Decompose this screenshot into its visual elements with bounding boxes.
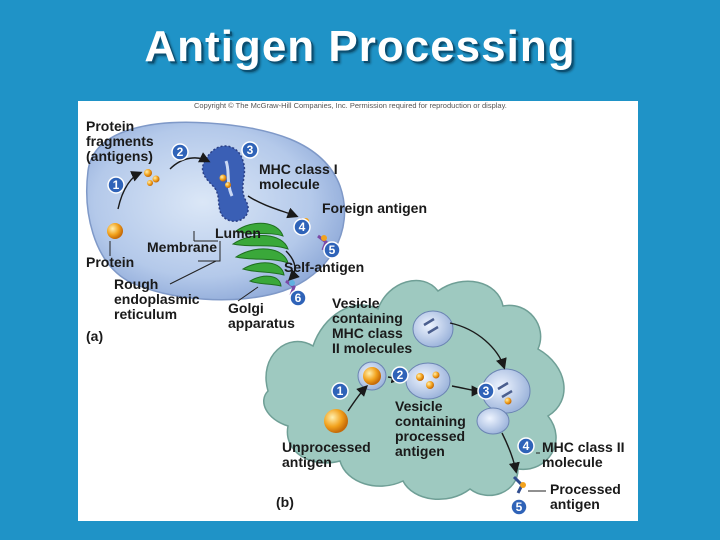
vesicle-fragments <box>406 363 450 399</box>
step-a-1: 1 <box>108 177 124 193</box>
svg-text:6: 6 <box>295 291 302 305</box>
step-b-1: 1 <box>332 383 348 399</box>
unprocessed-antigen-particle <box>324 409 348 433</box>
svg-text:5: 5 <box>516 500 523 514</box>
processed-antigen-complex <box>514 477 526 493</box>
copyright-text: Copyright © The McGraw-Hill Companies, I… <box>194 101 507 110</box>
svg-text:2: 2 <box>177 145 184 159</box>
svg-text:1: 1 <box>337 384 344 398</box>
step-a-4: 4 <box>294 219 310 235</box>
step-b-3: 3 <box>478 383 494 399</box>
label-golgi: Golgi apparatus <box>228 300 295 331</box>
step-b-5: 5 <box>511 499 527 515</box>
svg-text:4: 4 <box>299 220 306 234</box>
label-lumen: Lumen <box>215 225 261 241</box>
protein-particle <box>107 223 123 239</box>
slide-title: Antigen Processing <box>0 22 720 72</box>
label-mhc2-molecule: MHC class II molecule <box>542 439 628 470</box>
antigen-processing-figure: Copyright © The McGraw-Hill Companies, I… <box>78 101 638 521</box>
panel-a-label: (a) <box>86 328 103 344</box>
panel-b-label: (b) <box>276 494 294 510</box>
vesicle-mhc2 <box>413 311 453 347</box>
figure-canvas: Copyright © The McGraw-Hill Companies, I… <box>78 101 638 521</box>
label-protein: Protein <box>86 254 134 270</box>
step-b-4: 4 <box>518 438 534 454</box>
svg-text:5: 5 <box>329 243 336 257</box>
svg-text:1: 1 <box>113 178 120 192</box>
step-a-6: 6 <box>290 290 306 306</box>
svg-text:4: 4 <box>523 439 530 453</box>
step-a-5: 5 <box>324 242 340 258</box>
step-b-2: 2 <box>392 367 408 383</box>
svg-text:2: 2 <box>397 368 404 382</box>
label-processed-antigen: Processed antigen <box>550 481 625 512</box>
svg-text:3: 3 <box>247 143 254 157</box>
step-a-2: 2 <box>172 144 188 160</box>
vesicle-unprocessed <box>358 362 386 390</box>
step-a-3: 3 <box>242 142 258 158</box>
svg-text:3: 3 <box>483 384 490 398</box>
panel-b: 1 2 3 4 5 Vesicle containing MHC class I… <box>264 281 629 515</box>
label-foreign-antigen: Foreign antigen <box>322 200 427 216</box>
label-self-antigen: Self-antigen <box>284 259 364 275</box>
